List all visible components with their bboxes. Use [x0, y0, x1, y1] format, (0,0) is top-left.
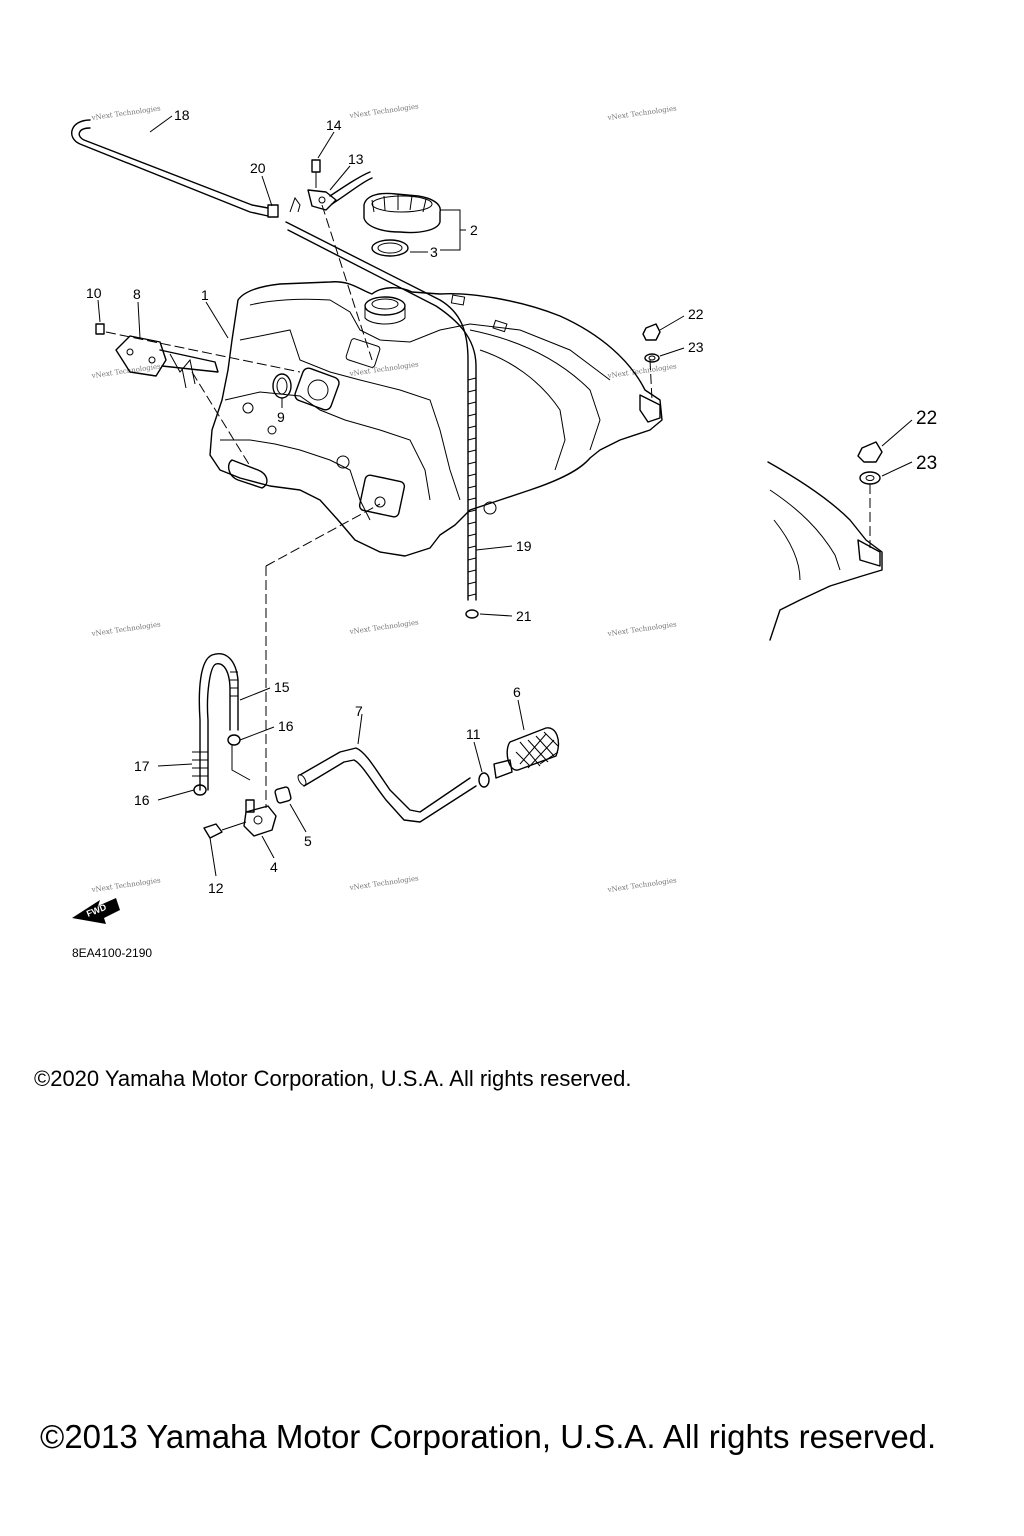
callout-7: 7 — [355, 703, 363, 719]
callout-19: 19 — [516, 538, 532, 554]
forward-arrow: FWD — [72, 898, 120, 924]
callout-4: 4 — [270, 859, 278, 875]
callout-leaders — [97, 115, 913, 877]
watermark: vNext Technologies — [606, 620, 677, 638]
fuel-hose-7 — [297, 747, 477, 823]
leader-lines — [105, 204, 653, 808]
clip-16a — [227, 734, 241, 746]
callout-21: 21 — [516, 608, 532, 624]
bolt-12 — [203, 823, 223, 839]
callout-5: 5 — [304, 833, 312, 849]
fuel-tank-parts-diagram: vNext Technologies vNext Technologies vN… — [71, 102, 937, 960]
callout-17: 17 — [134, 758, 150, 774]
fuel-hose-19 — [285, 221, 479, 619]
callout-8: 8 — [133, 286, 141, 302]
fuel-cock — [203, 786, 292, 839]
watermark: vNext Technologies — [348, 102, 419, 120]
callout-18: 18 — [174, 107, 190, 123]
callout-1: 1 — [201, 287, 209, 303]
cap-gasket — [371, 239, 409, 257]
watermark: vNext Technologies — [90, 104, 161, 122]
clip-11 — [478, 772, 490, 788]
callout-14: 14 — [326, 117, 342, 133]
breather-hose — [71, 119, 301, 218]
bolt-14 — [311, 159, 321, 173]
seal-5 — [274, 786, 292, 804]
fuel-filter — [478, 727, 560, 788]
callout-numbers: 18 14 13 20 2 3 10 8 1 22 23 22 23 9 19 … — [86, 107, 937, 896]
callout-11: 11 — [466, 726, 481, 742]
clip-21 — [465, 609, 479, 619]
mount-detail-inset — [767, 441, 883, 641]
callout-23-main: 23 — [688, 339, 704, 355]
watermark: vNext Technologies — [606, 876, 677, 894]
watermark: vNext Technologies — [606, 104, 677, 122]
screw-10 — [95, 323, 105, 335]
callout-16-upper: 16 — [278, 718, 294, 734]
callout-16-lower: 16 — [134, 792, 150, 808]
nut-washer-small — [642, 323, 661, 363]
diagram-code: 8EA4100-2190 — [72, 946, 152, 960]
watermark: vNext Technologies — [348, 874, 419, 892]
watermark: vNext Technologies — [606, 362, 677, 380]
hose-15-17 — [192, 653, 241, 796]
vent-fitting — [307, 159, 373, 211]
fuel-cap — [363, 192, 441, 257]
watermark: vNext Technologies — [90, 876, 161, 894]
hose-clip-20 — [267, 204, 279, 218]
callout-3: 3 — [430, 244, 438, 260]
copyright-2013: ©2013 Yamaha Motor Corporation, U.S.A. A… — [40, 1418, 937, 1455]
callout-13: 13 — [348, 151, 364, 167]
copyright-2020: ©2020 Yamaha Motor Corporation, U.S.A. A… — [34, 1066, 632, 1091]
fuel-sender — [95, 323, 292, 399]
callout-9: 9 — [277, 409, 285, 425]
callout-6: 6 — [513, 684, 521, 700]
callout-20: 20 — [250, 160, 266, 176]
callout-23-inset: 23 — [916, 453, 937, 474]
callout-12: 12 — [208, 880, 224, 896]
callout-22-main: 22 — [688, 306, 704, 322]
watermark: vNext Technologies — [348, 618, 419, 636]
callout-2: 2 — [470, 222, 478, 238]
callout-22-inset: 22 — [916, 408, 937, 429]
callout-10: 10 — [86, 285, 102, 301]
callout-15: 15 — [274, 679, 290, 695]
watermark: vNext Technologies — [90, 620, 161, 638]
